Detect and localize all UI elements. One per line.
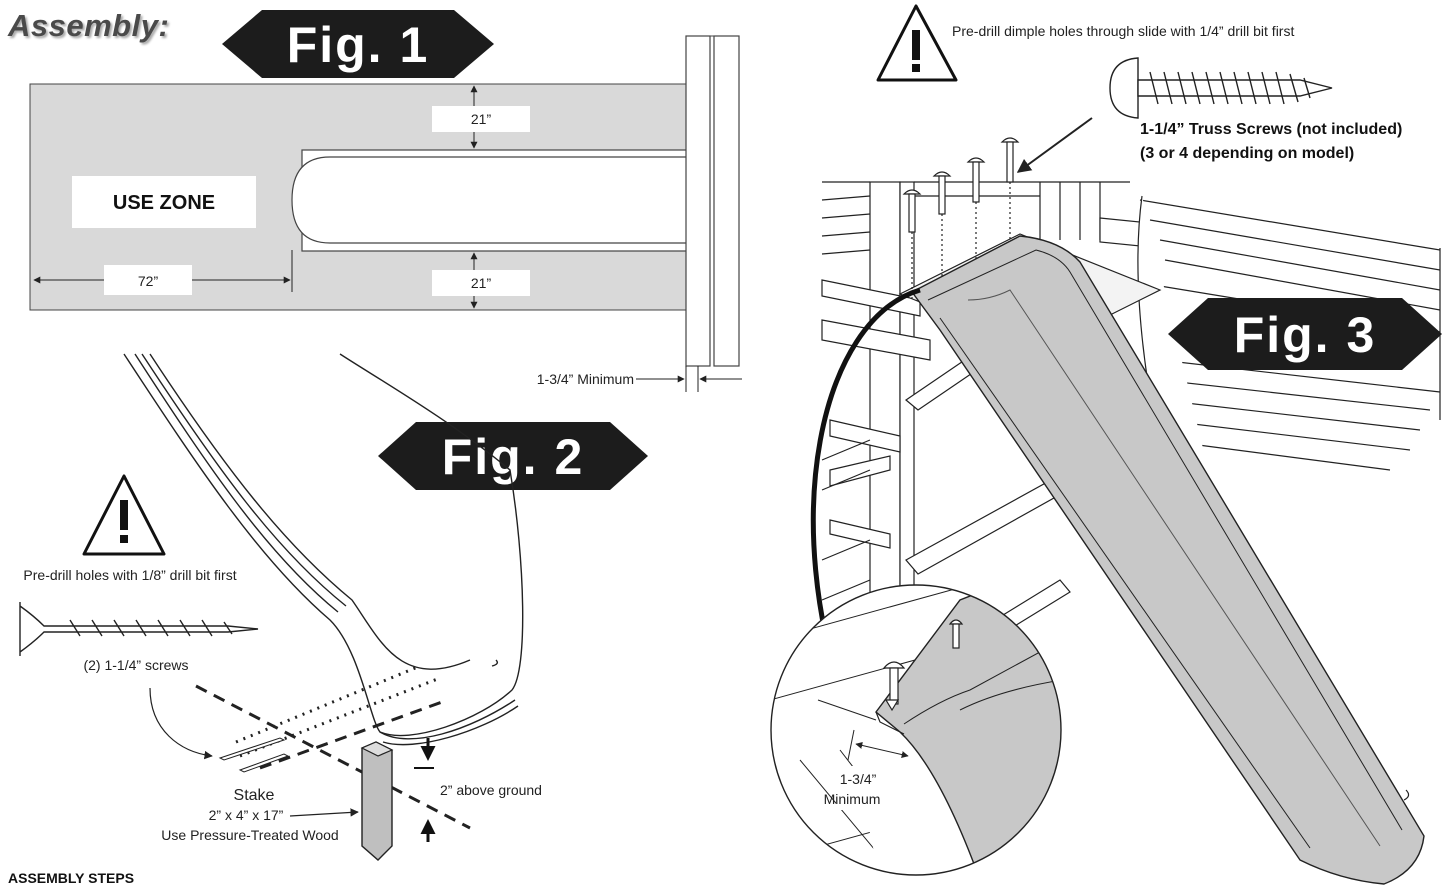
use-zone-label: USE ZONE (113, 192, 215, 214)
small-screws-icon (218, 737, 290, 773)
fig1-minimum-label: 1-3/4” Minimum (537, 371, 634, 387)
slide-end-view (123, 353, 524, 746)
fig3-min-label: Minimum (824, 791, 881, 807)
detail-magnifier: 1-3/4” Minimum (770, 584, 1062, 876)
truss-screws-set (902, 137, 1020, 233)
truss-label-line2: (3 or 4 depending on model) (1140, 145, 1354, 162)
fig1-badge: Fig. 1 (222, 10, 494, 78)
fig3-predrill-label: Pre-drill dimple holes through slide wit… (952, 23, 1294, 39)
page-title: Assembly: (8, 8, 170, 43)
screw-guides (911, 182, 1011, 300)
fig2-predrill-label: Pre-drill holes with 1/8” drill bit firs… (23, 567, 236, 583)
fig1-badge-label: Fig. 1 (287, 17, 430, 73)
wood-screw-icon (19, 602, 259, 656)
fig3-group: Pre-drill dimple holes through slide wit… (770, 4, 1442, 885)
fig3-badge: Fig. 3 (1168, 298, 1442, 370)
truss-screw-icon (1109, 57, 1333, 119)
stake-label: Stake (234, 787, 275, 804)
fig2-badge: Fig. 2 (378, 422, 648, 490)
truss-label-line1: 1-1/4” Truss Screws (not included) (1140, 121, 1402, 138)
slide-top-view (291, 149, 697, 252)
dim-left-label: 72” (138, 273, 159, 289)
stake (360, 741, 394, 861)
fig3-warning-icon (876, 4, 958, 82)
above-ground-label: 2” above ground (440, 782, 542, 798)
stake-wood-label: Use Pressure-Treated Wood (161, 827, 338, 843)
assembly-steps-heading: ASSEMBLY STEPS (8, 870, 135, 886)
post-left (685, 35, 711, 367)
fig2-warning-icon (82, 474, 166, 556)
dim-top-label: 21” (471, 111, 492, 127)
use-zone-label-box (72, 176, 256, 228)
fig1-group: Fig. 1 USE ZONE 21” 21” 7 (29, 10, 742, 392)
fig3-badge-label: Fig. 3 (1234, 307, 1377, 363)
stake-size-label: 2” x 4” x 17” (209, 807, 284, 823)
fig2-group: Fig. 2 Pre-drill holes with 1/8” drill b… (19, 353, 648, 861)
dim-bottom-label: 21” (471, 275, 492, 291)
fig2-badge-label: Fig. 2 (442, 429, 585, 485)
post-right (713, 35, 740, 367)
fig2-screws-label: (2) 1-1/4” screws (83, 657, 188, 673)
slide-3d (910, 235, 1425, 885)
fig3-min-value: 1-3/4” (840, 771, 877, 787)
